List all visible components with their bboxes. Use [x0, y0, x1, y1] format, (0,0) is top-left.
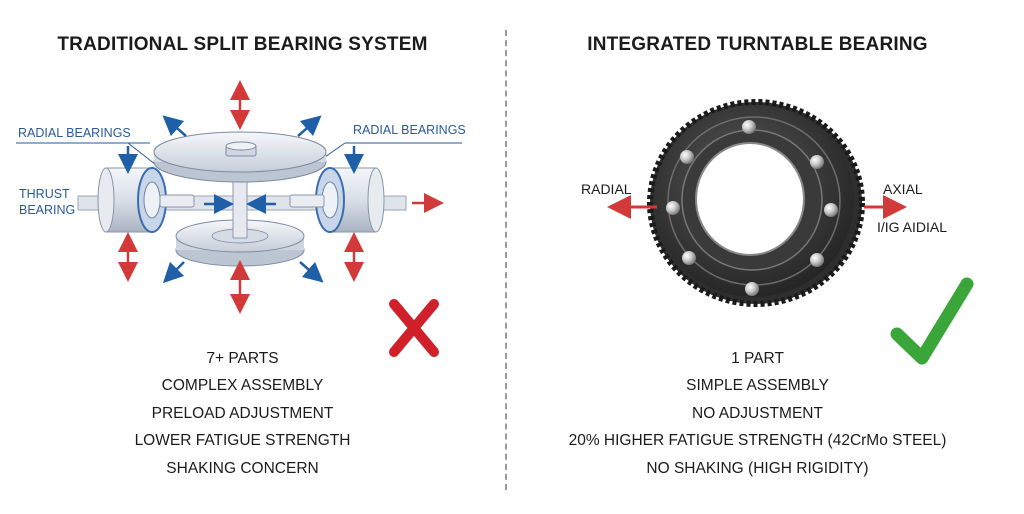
list-item: SHAKING CONCERN: [166, 459, 319, 477]
arrow-blue-tr: [297, 115, 322, 137]
integrated-panel: INTEGRATED TURNTABLE BEARING: [507, 0, 1024, 514]
list-item: NO SHAKING (HIGH RIGIDITY): [646, 459, 869, 477]
list-item: 20% HIGHER FATIGUE STRENGTH (42CrMo STEE…: [568, 432, 947, 450]
integrated-title: INTEGRATED TURNTABLE BEARING: [587, 34, 928, 55]
arrow-blue-br: [299, 261, 324, 283]
split-bearing-illustration: [16, 80, 462, 357]
arrow-blue-bl: [162, 261, 185, 284]
radial-bearings-label-left: RADIAL BEARINGS: [18, 126, 131, 140]
list-item: 1 PART: [731, 350, 784, 367]
ball-elements: [666, 120, 838, 296]
radial-bearings-label-right: RADIAL BEARINGS: [353, 123, 466, 137]
cross-icon: [389, 299, 439, 357]
list-item: PRELOAD ADJUSTMENT: [151, 404, 334, 422]
top-plate: [153, 131, 327, 183]
check-icon: [890, 277, 974, 365]
thrust-bearing-disk: [175, 219, 305, 267]
list-item: SIMPLE ASSEMBLY: [686, 377, 829, 395]
axial-label: AXIAL: [883, 181, 923, 197]
traditional-title: TRADITIONAL SPLIT BEARING SYSTEM: [57, 34, 428, 55]
thrust-bearing-label: THRUST BEARING: [19, 187, 76, 217]
integrated-points: 1 PART SIMPLE ASSEMBLY NO ADJUSTMENT 20%…: [499, 345, 1016, 482]
traditional-panel: TRADITIONAL SPLIT BEARING SYSTEM: [0, 0, 505, 514]
radial-bearing-right: [289, 167, 385, 233]
arrow-blue-tl: [162, 115, 187, 137]
axial-sub-label: I/IG AIDIAL: [877, 219, 948, 235]
list-item: NO ADJUSTMENT: [692, 404, 823, 422]
list-item: COMPLEX ASSEMBLY: [161, 377, 324, 395]
radial-label: RADIAL: [581, 181, 632, 197]
panel-divider: [505, 30, 507, 490]
traditional-points: 7+ PARTS COMPLEX ASSEMBLY PRELOAD ADJUST…: [0, 345, 495, 482]
radial-bearing-left: [97, 167, 195, 233]
list-item: LOWER FATIGUE STRENGTH: [134, 432, 351, 450]
turntable-bearing-illustration: [607, 99, 974, 365]
turntable-bearing: [647, 99, 865, 307]
list-item: 7+ PARTS: [206, 350, 279, 367]
